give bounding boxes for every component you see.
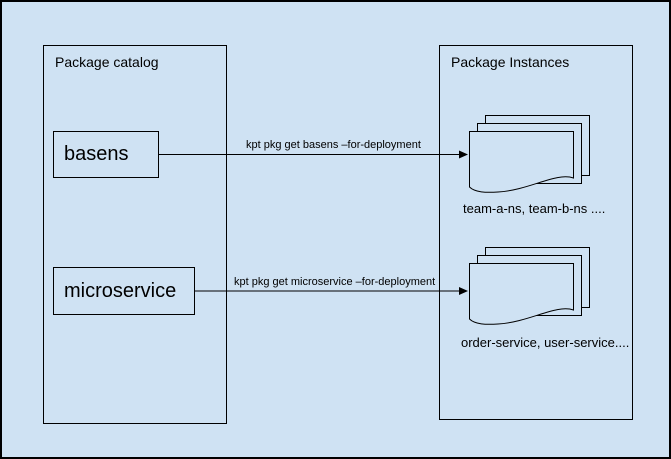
package-catalog-panel: Package catalog [43, 45, 227, 424]
package-instances-panel: Package Instances [439, 45, 633, 420]
node-microservice: microservice [53, 267, 195, 315]
node-basens: basens [53, 131, 159, 178]
package-instances-title: Package Instances [451, 54, 570, 70]
document-stack-icon [468, 246, 594, 328]
node-basens-label: basens [64, 143, 129, 165]
stack-caption-services: order-service, user-service.... [461, 335, 630, 350]
arrow-microservice-label: kpt pkg get microservice –for-deployment [234, 276, 436, 288]
document-stack-icon [468, 114, 594, 196]
arrow-basens-label: kpt pkg get basens –for-deployment [246, 139, 421, 151]
stack-caption-team-ns: team-a-ns, team-b-ns .... [463, 201, 606, 216]
package-catalog-title: Package catalog [55, 54, 159, 70]
node-microservice-label: microservice [64, 279, 177, 302]
